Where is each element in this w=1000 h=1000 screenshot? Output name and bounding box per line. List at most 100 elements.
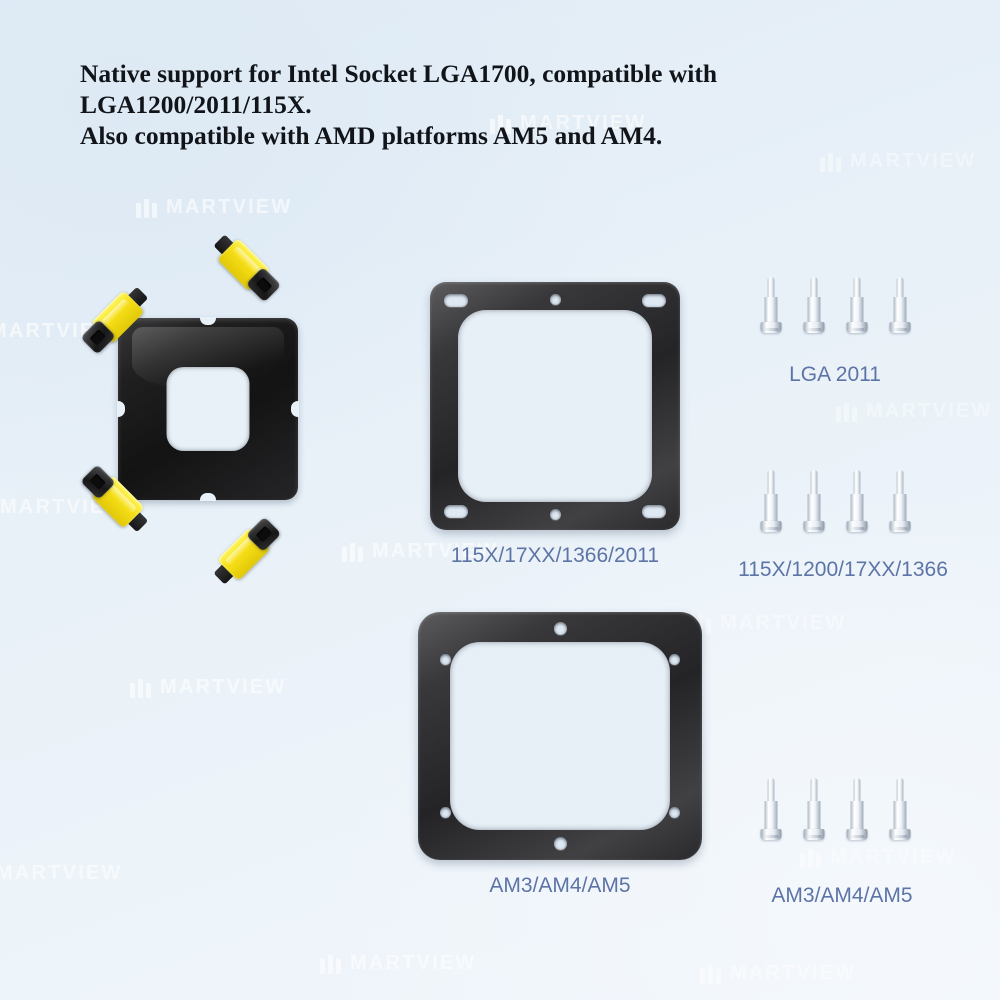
bracket-corner-hole [440,807,451,818]
bracket-opening [458,310,652,502]
standoff-screw [889,470,910,532]
screw-shaft [764,297,777,324]
backplate-notch-bottom [200,493,216,501]
screw-flange [760,322,781,333]
bracket-corner-hole [669,654,680,665]
intel-mounting-bracket: 115X/17XX/1366/2011 [430,282,680,567]
standoff-screw [846,778,867,840]
screw-shaft [764,494,777,523]
screw-post [853,277,860,299]
screw-shaft [850,494,863,523]
screw-post [810,470,817,496]
backplate-clip-top-right [207,228,282,303]
martview-m-logo-icon [130,677,151,698]
screw-flange [889,322,910,333]
watermark: MARTVIEW [820,150,976,173]
watermark-text: MARTVIEW [730,962,857,984]
amd-bracket-caption: AM3/AM4/AM5 [489,874,631,897]
standoff-screw [803,470,824,532]
screw-flange [846,322,867,333]
screw-flange [803,521,824,532]
bracket-frame [418,612,702,860]
standoff-screw [846,277,867,333]
watermark: MARTVIEW [0,862,122,885]
bracket-center-hole-bottom [549,509,561,520]
screws-amd-caption: AM3/AM4/AM5 [771,884,913,907]
screw-shaft [893,297,906,324]
heading-line-1: Native support for Intel Socket LGA1700,… [80,59,718,88]
martview-m-logo-icon [800,847,821,868]
universal-backplate [62,234,352,585]
screw-flange [846,829,867,840]
standoff-screw [803,778,824,840]
screw-flange [803,829,824,840]
standoff-screw [846,470,867,532]
screw-flange [846,521,867,532]
bracket-corner-slot [444,505,468,518]
bracket-corner-hole [440,654,451,665]
bracket-opening [450,642,670,830]
backplate-notch-right [291,401,299,417]
watermark: MARTVIEW [800,846,956,869]
backplate-body [117,317,299,501]
bracket-corner-hole [669,807,680,818]
watermark: MARTVIEW [700,962,856,985]
heading-line-2: LGA1200/2011/115X. [80,90,312,119]
martview-m-logo-icon [136,197,157,218]
watermark-text: MARTVIEW [850,150,977,172]
standoff-screw [889,277,910,333]
watermark-text: MARTVIEW [0,862,123,884]
martview-m-logo-icon [820,151,841,172]
watermark-text: MARTVIEW [160,676,287,698]
standoff-screw [760,470,781,532]
watermark: MARTVIEW [690,612,846,635]
standoff-screw [760,778,781,840]
martview-m-logo-icon [700,963,721,984]
screw-flange [889,521,910,532]
intel-bracket-caption: 115X/17XX/1366/2011 [450,544,660,567]
screw-shaft [893,494,906,523]
screw-post [853,778,860,803]
martview-m-logo-icon [320,953,341,974]
standoff-screw-set-lga2011 [760,277,910,333]
standoff-screw-set-amd [760,778,910,840]
screw-post [896,778,903,803]
screw-shaft [850,801,863,831]
screw-flange [760,521,781,532]
watermark-text: MARTVIEW [830,846,957,868]
screw-flange [803,322,824,333]
martview-m-logo-icon [836,401,857,422]
compatibility-heading: Native support for Intel Socket LGA1700,… [80,58,950,151]
screw-shaft [893,801,906,831]
bracket-corner-slot [642,294,666,307]
screw-post [896,470,903,496]
bracket-frame [430,282,680,530]
screws-lga2011-caption: LGA 2011 [789,363,881,386]
bracket-center-hole-top [549,294,561,305]
screw-post [767,778,774,803]
watermark: MARTVIEW [836,400,992,423]
watermark: MARTVIEW [320,952,476,975]
screw-shaft [807,297,820,324]
screw-post [896,277,903,299]
bracket-center-hole-bottom [553,837,567,850]
backplate-notch-left [117,401,125,417]
standoff-screw [760,277,781,333]
watermark-text: MARTVIEW [720,612,847,634]
screw-post [810,778,817,803]
bracket-corner-slot [444,294,468,307]
standoff-screw [803,277,824,333]
screw-flange [889,829,910,840]
watermark: MARTVIEW [130,676,286,699]
screw-post [767,277,774,299]
screw-flange [760,829,781,840]
screws-intel-caption: 115X/1200/17XX/1366 [738,558,948,581]
screw-post [767,470,774,496]
screw-shaft [807,801,820,831]
backplate-clip-bottom-right [207,516,282,591]
screw-shaft [807,494,820,523]
watermark-text: MARTVIEW [350,952,477,974]
standoff-screw-set-intel [760,470,910,532]
bracket-corner-slot [642,505,666,518]
